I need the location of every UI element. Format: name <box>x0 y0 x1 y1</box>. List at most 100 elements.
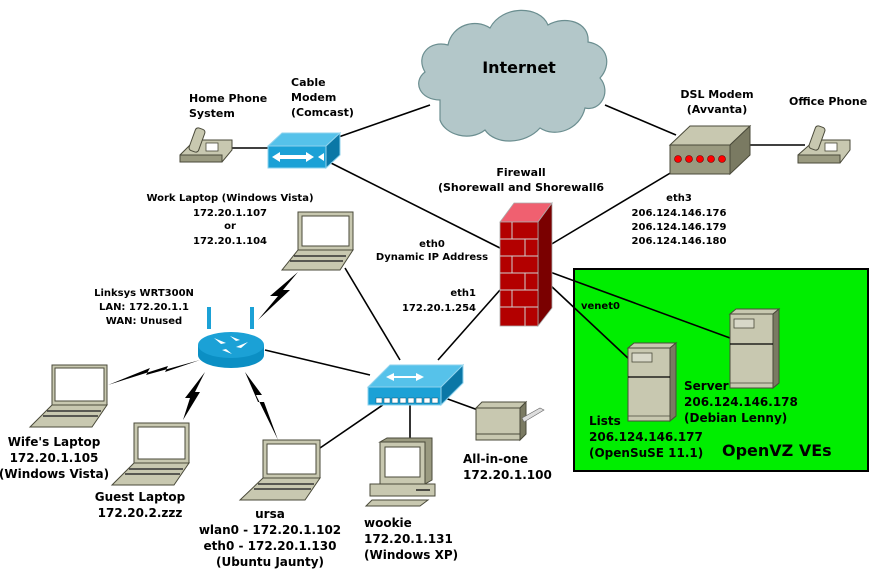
svg-text:(Avvanta): (Avvanta) <box>687 103 747 116</box>
ursa-label: ursa wlan0 - 172.20.1.102 eth0 - 172.20.… <box>199 507 341 569</box>
wire-ursa-switch <box>319 399 391 449</box>
svg-text:Linksys WRT300N: Linksys WRT300N <box>94 288 194 299</box>
office-phone <box>797 125 851 164</box>
wireless-bolt-guestlaptop <box>183 372 205 420</box>
svg-text:206.124.146.177: 206.124.146.177 <box>589 430 703 444</box>
svg-text:eth0: eth0 <box>419 239 445 250</box>
guest-laptop <box>110 422 190 486</box>
work-laptop <box>280 211 354 271</box>
cable-modem-label: Cable Modem (Comcast) <box>291 76 354 119</box>
wireless-bolt-worklaptop <box>258 272 298 320</box>
svg-text:(Windows Vista): (Windows Vista) <box>0 467 109 481</box>
dsl-led <box>718 155 726 163</box>
svg-text:Wife's Laptop: Wife's Laptop <box>8 435 101 449</box>
firewall-eth1-label: eth1 172.20.1.254 <box>402 288 476 314</box>
svg-text:Lists: Lists <box>589 414 621 428</box>
wifi-router <box>198 307 264 368</box>
venet0-label: venet0 <box>581 301 620 312</box>
svg-text:All-in-one: All-in-one <box>463 452 528 466</box>
wireless-bolt-wifelaptop <box>108 360 200 385</box>
wire-worklaptop-switch <box>344 267 401 361</box>
wire-cablemodem-firewall <box>324 159 501 249</box>
internet-cloud: Internet <box>418 9 608 142</box>
firewall <box>499 201 553 328</box>
firewall-eth3-label: eth3 206.124.146.176 206.124.146.179 206… <box>632 193 727 247</box>
svg-text:Server: Server <box>684 379 729 393</box>
dsl-led <box>696 155 704 163</box>
router-label: Linksys WRT300N LAN: 172.20.1.1 WAN: Unu… <box>94 288 194 327</box>
svg-text:Firewall: Firewall <box>496 166 545 179</box>
lists-server <box>626 341 678 423</box>
svg-text:WAN: Unused: WAN: Unused <box>106 316 182 327</box>
svg-text:206.124.146.176: 206.124.146.176 <box>632 208 727 219</box>
openvz-container <box>573 268 869 472</box>
dsl-modem-label: DSL Modem (Avvanta) <box>680 88 753 116</box>
wire-internet-dsl <box>604 104 677 136</box>
svg-text:206.124.146.179: 206.124.146.179 <box>632 222 727 233</box>
svg-text:eth1: eth1 <box>450 288 476 299</box>
svg-text:ursa: ursa <box>255 507 285 521</box>
firewall-label: Firewall (Shorewall and Shorewall6 <box>438 166 604 194</box>
guest-laptop-label: Guest Laptop 172.20.2.zzz <box>95 490 186 520</box>
svg-text:Guest Laptop: Guest Laptop <box>95 490 186 504</box>
svg-text:Work Laptop (Windows Vista): Work Laptop (Windows Vista) <box>146 193 313 204</box>
server-label: Server 206.124.146.178 (Debian Lenny) <box>684 379 798 425</box>
svg-text:eth0 - 172.20.1.130: eth0 - 172.20.1.130 <box>204 539 337 553</box>
dsl-led <box>685 155 693 163</box>
svg-text:(Comcast): (Comcast) <box>291 106 354 119</box>
wire-firewall-lists <box>549 284 631 361</box>
svg-text:206.124.146.178: 206.124.146.178 <box>684 395 798 409</box>
svg-text:DSL Modem: DSL Modem <box>680 88 753 101</box>
cable-modem <box>266 131 342 170</box>
network-switch <box>366 363 465 407</box>
openvz-title: OpenVZ VEs <box>722 441 832 460</box>
ursa-laptop <box>238 439 321 501</box>
all-in-one-printer <box>474 400 545 442</box>
internet-label: Internet <box>482 58 556 77</box>
svg-text:172.20.1.131: 172.20.1.131 <box>364 532 453 546</box>
svg-text:206.124.146.180: 206.124.146.180 <box>632 236 727 247</box>
svg-text:172.20.1.100: 172.20.1.100 <box>463 468 552 482</box>
wireless-bolt-ursa <box>245 372 278 440</box>
svg-text:eth3: eth3 <box>666 193 692 204</box>
wire-dsl-firewall <box>549 171 673 246</box>
debian-server <box>728 307 781 390</box>
wookie-desktop <box>364 437 436 507</box>
svg-text:(Shorewall and Shorewall6: (Shorewall and Shorewall6 <box>438 181 604 194</box>
svg-text:172.20.1.104: 172.20.1.104 <box>193 236 267 247</box>
svg-text:System: System <box>189 107 235 120</box>
svg-text:wookie: wookie <box>364 516 412 530</box>
work-laptop-label: Work Laptop (Windows Vista) 172.20.1.107… <box>146 193 313 247</box>
lists-label: Lists 206.124.146.177 (OpenSuSE 11.1) <box>589 414 703 460</box>
svg-text:(Windows XP): (Windows XP) <box>364 548 458 562</box>
svg-text:(Debian Lenny): (Debian Lenny) <box>684 411 787 425</box>
svg-text:wlan0 - 172.20.1.102: wlan0 - 172.20.1.102 <box>199 523 341 537</box>
connections <box>228 104 805 449</box>
office-phone-label: Office Phone <box>789 95 867 108</box>
wire-firewall-server <box>549 271 731 339</box>
svg-text:LAN: 172.20.1.1: LAN: 172.20.1.1 <box>99 302 189 313</box>
wire-router-switch <box>264 349 371 376</box>
wife-laptop <box>28 364 108 428</box>
svg-text:172.20.2.zzz: 172.20.2.zzz <box>98 506 183 520</box>
wookie-label: wookie 172.20.1.131 (Windows XP) <box>364 516 458 562</box>
wire-firewall-switch <box>437 289 501 361</box>
wire-allinone-switch <box>444 397 479 411</box>
wireless-links <box>108 272 298 440</box>
svg-text:172.20.1.254: 172.20.1.254 <box>402 303 476 314</box>
dsl-led <box>707 155 715 163</box>
svg-text:or: or <box>224 221 236 232</box>
svg-text:(OpenSuSE 11.1): (OpenSuSE 11.1) <box>589 446 703 460</box>
svg-text:Dynamic IP Address: Dynamic IP Address <box>376 252 488 263</box>
home-phone-label: Home Phone System <box>189 92 267 120</box>
wire-cable-modem-internet <box>329 104 431 141</box>
dsl-modem <box>668 124 752 176</box>
dsl-led <box>674 155 682 163</box>
svg-text:Home Phone: Home Phone <box>189 92 267 105</box>
svg-text:(Ubuntu Jaunty): (Ubuntu Jaunty) <box>216 555 324 569</box>
svg-text:Modem: Modem <box>291 91 336 104</box>
all-in-one-label: All-in-one 172.20.1.100 <box>463 452 552 482</box>
home-phone <box>179 127 233 163</box>
firewall-eth0-label: eth0 Dynamic IP Address <box>376 239 488 263</box>
